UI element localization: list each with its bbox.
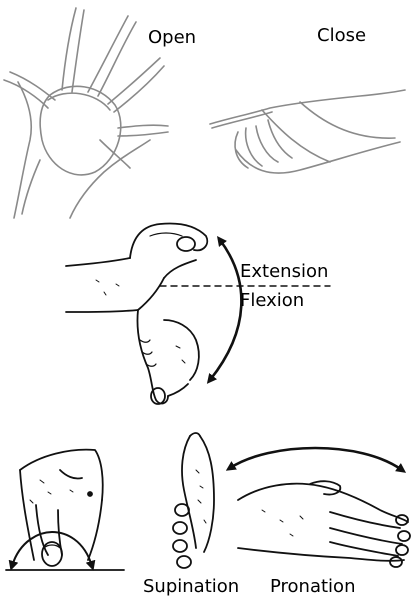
supination-label: Supination bbox=[143, 576, 240, 597]
torso-forearm-rotation-illustration bbox=[5, 448, 125, 571]
rotation-arrow bbox=[225, 446, 407, 473]
close-label: Close bbox=[317, 25, 367, 46]
flexion-label: Flexion bbox=[240, 290, 305, 311]
wrist-flexion-extension-illustration bbox=[65, 222, 331, 405]
supinated-hand-illustration bbox=[172, 432, 215, 569]
open-label: Open bbox=[148, 27, 197, 48]
closed-hand-sketch bbox=[209, 89, 406, 174]
open-hand-sketch bbox=[3, 7, 169, 219]
extension-label: Extension bbox=[240, 261, 329, 282]
pronation-label: Pronation bbox=[270, 576, 356, 597]
pronated-hand-illustration bbox=[237, 480, 411, 568]
